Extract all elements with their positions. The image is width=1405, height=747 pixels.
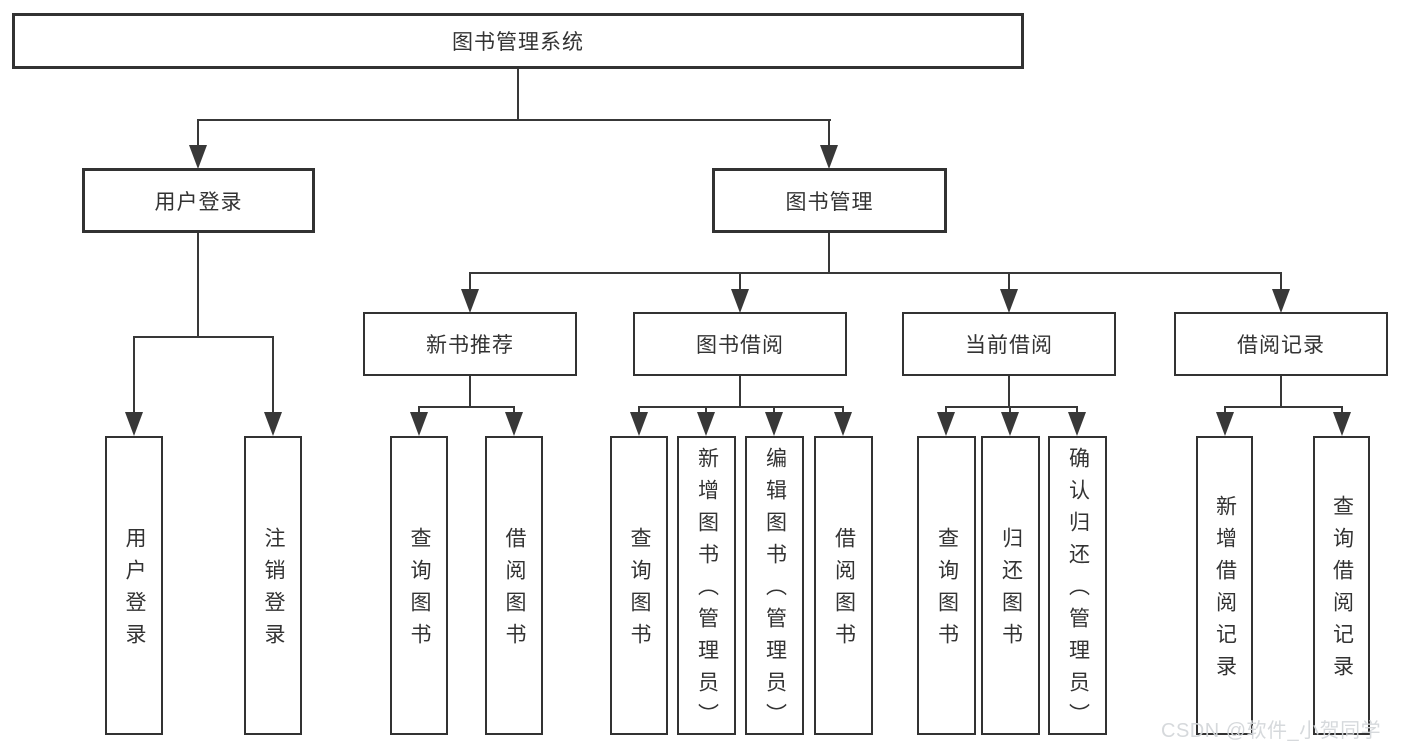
edge-drop-new-book	[469, 272, 471, 294]
edge-borrow-record-stub	[1280, 376, 1282, 408]
edge-drop-book-borrow	[739, 272, 741, 294]
node-leaf-user-login: 用户登录	[105, 436, 163, 735]
node-label: 新增借阅记录	[1213, 494, 1237, 687]
edge-drop-cb-return	[1009, 406, 1011, 416]
node-book-mgmt: 图书管理	[712, 168, 947, 233]
edge-new-book-stub	[469, 376, 471, 408]
edge-drop-current-borrow	[1008, 272, 1010, 294]
edge-book-mgmt-bus	[469, 272, 1282, 274]
node-root: 图书管理系统	[12, 13, 1024, 69]
arrowhead-icon	[765, 412, 783, 436]
arrowhead-icon	[1333, 412, 1351, 436]
edge-current-borrow-bus	[945, 406, 1078, 408]
node-label: 借阅图书	[503, 526, 527, 655]
arrowhead-icon	[264, 412, 282, 436]
node-label: 当前借阅	[965, 334, 1053, 357]
node-label: 查询图书	[628, 526, 652, 655]
edge-drop-bb-query	[638, 406, 640, 416]
edge-current-borrow-stub	[1008, 376, 1010, 408]
node-borrow-record: 借阅记录	[1174, 312, 1388, 376]
node-leaf-cb-confirm-return: 确认归还（管理员）	[1048, 436, 1107, 735]
node-label: 图书管理系统	[452, 31, 584, 54]
node-leaf-br-query-record: 查询借阅记录	[1313, 436, 1370, 735]
node-leaf-nb-query-book: 查询图书	[390, 436, 448, 735]
edge-drop-cb-query	[945, 406, 947, 416]
arrowhead-icon	[410, 412, 428, 436]
node-leaf-cb-return-book: 归还图书	[981, 436, 1040, 735]
edge-drop-br-query	[1341, 406, 1343, 416]
node-leaf-br-add-record: 新增借阅记录	[1196, 436, 1253, 735]
node-label: 确认归还（管理员）	[1066, 446, 1090, 735]
node-leaf-nb-borrow-book: 借阅图书	[485, 436, 543, 735]
node-label: 借阅记录	[1237, 334, 1325, 357]
node-leaf-logout: 注销登录	[244, 436, 302, 735]
edge-borrow-record-bus	[1224, 406, 1343, 408]
arrowhead-icon	[937, 412, 955, 436]
arrowhead-icon	[697, 412, 715, 436]
node-label: 用户登录	[154, 190, 243, 214]
node-user-login: 用户登录	[82, 168, 315, 233]
node-label: 查询图书	[408, 526, 432, 655]
node-label: 用户登录	[123, 526, 147, 655]
arrowhead-icon	[1068, 412, 1086, 436]
edge-user-login-bus	[133, 336, 274, 338]
node-label: 编辑图书（管理员）	[763, 446, 787, 735]
node-label: 图书借阅	[696, 334, 784, 357]
node-label: 查询图书	[935, 526, 959, 655]
edge-drop-leaf-logout	[272, 336, 274, 416]
arrowhead-icon	[834, 412, 852, 436]
node-label: 借阅图书	[832, 526, 856, 655]
node-label: 图书管理	[785, 190, 874, 214]
node-label: 查询借阅记录	[1330, 494, 1354, 687]
edge-drop-bb-borrow	[842, 406, 844, 416]
node-leaf-bb-borrow-book: 借阅图书	[814, 436, 873, 735]
arrowhead-icon	[125, 412, 143, 436]
edge-user-login-stub	[197, 233, 199, 338]
node-leaf-bb-add-book: 新增图书（管理员）	[677, 436, 736, 735]
node-current-borrow: 当前借阅	[902, 312, 1116, 376]
arrowhead-icon	[820, 145, 838, 169]
node-leaf-cb-query-book: 查询图书	[917, 436, 976, 735]
watermark: CSDN @软件_小贺同学	[1161, 720, 1382, 742]
arrowhead-icon	[1000, 289, 1018, 313]
edge-book-mgmt-stub	[828, 233, 830, 274]
edge-new-book-bus	[418, 406, 515, 408]
edge-drop-br-add	[1224, 406, 1226, 416]
node-label: 注销登录	[262, 526, 286, 655]
arrowhead-icon	[1272, 289, 1290, 313]
arrowhead-icon	[630, 412, 648, 436]
node-book-borrow: 图书借阅	[633, 312, 847, 376]
edge-drop-book-mgmt	[828, 119, 830, 149]
edge-drop-leaf-user-login	[133, 336, 135, 416]
edge-drop-cb-confirm	[1076, 406, 1078, 416]
edge-drop-bb-add	[705, 406, 707, 416]
edge-drop-user-login	[197, 119, 199, 149]
edge-book-borrow-stub	[739, 376, 741, 408]
node-new-book: 新书推荐	[363, 312, 577, 376]
arrowhead-icon	[461, 289, 479, 313]
edge-book-borrow-bus	[638, 406, 844, 408]
edge-drop-borrow-record	[1280, 272, 1282, 294]
edge-drop-bb-edit	[773, 406, 775, 416]
arrowhead-icon	[1001, 412, 1019, 436]
edge-drop-nb-query	[418, 406, 420, 416]
arrowhead-icon	[189, 145, 207, 169]
node-leaf-bb-query-book: 查询图书	[610, 436, 668, 735]
arrowhead-icon	[505, 412, 523, 436]
edge-drop-nb-borrow	[513, 406, 515, 416]
edge-root-bus	[197, 119, 831, 121]
node-label: 新增图书（管理员）	[695, 446, 719, 735]
edge-root-stub	[517, 68, 519, 121]
node-label: 归还图书	[999, 526, 1023, 655]
node-label: 新书推荐	[426, 334, 514, 357]
arrowhead-icon	[731, 289, 749, 313]
arrowhead-icon	[1216, 412, 1234, 436]
node-leaf-bb-edit-book: 编辑图书（管理员）	[745, 436, 804, 735]
